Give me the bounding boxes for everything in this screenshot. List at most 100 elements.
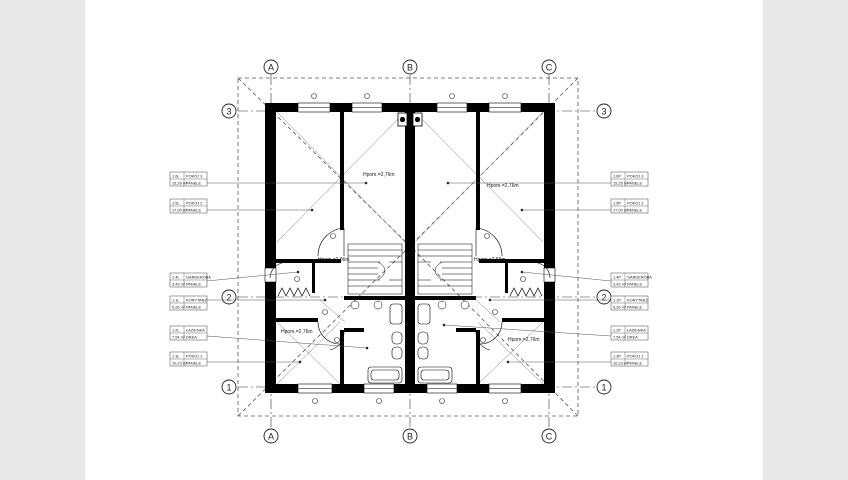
room-finish: PANELE (627, 305, 642, 310)
room-number: 1.4L (172, 275, 180, 280)
leader-lines (206, 182, 612, 363)
grid-axis-lines (238, 75, 595, 428)
room-number: 1.2L (172, 328, 180, 333)
axis-bubble-1-left (221, 379, 237, 395)
window-markers (311, 93, 508, 404)
axis-bubble-a-top (263, 59, 279, 75)
room-number: 1.5P (613, 201, 621, 206)
axis-label-b-top: B (407, 63, 413, 73)
room-finish: DREA (186, 335, 197, 340)
room-area: 17,00 m² (613, 208, 629, 213)
height-bedroom-right: Hpom.=2,76m (487, 183, 519, 189)
room-finish: PANELE (627, 181, 642, 186)
axis-bubble-b-bottom (402, 428, 418, 444)
door-swings (269, 227, 551, 351)
room-area: 10,23 m² (172, 361, 188, 366)
room-number: 1.3L (172, 354, 180, 359)
room-area: 7,54 m² (613, 335, 627, 340)
height-living-right: Hpom.=2,76m (508, 337, 540, 343)
room-finish: PANELE (186, 208, 201, 213)
axis-bubble-1-right (596, 379, 612, 395)
room-area: 5,26 m² (172, 305, 186, 310)
room-name: ŁAZIENKA (186, 328, 205, 333)
room-finish: PANELE (627, 282, 642, 287)
height-bedroom-left: Hpom.=2,76m (363, 172, 395, 178)
room-name: POKÓJ 2 (627, 201, 643, 206)
axis-label-c-bottom: C (546, 432, 553, 442)
roof-outline (237, 77, 579, 417)
room-number: 1.1P (613, 298, 621, 303)
exterior-walls (265, 103, 555, 393)
room-name: KORYTARZ (186, 298, 207, 303)
axis-label-a-top: A (268, 63, 274, 73)
axis-bubble-3-right (596, 103, 612, 119)
room-area: 3,43 m² (613, 282, 627, 287)
axis-bubble-c-bottom (541, 428, 557, 444)
axis-bubble-2-left (221, 289, 237, 305)
room-area: 15,26 m² (172, 181, 188, 186)
height-stair-left: Hpom.=2,86m (318, 257, 350, 263)
door-tags (294, 233, 526, 343)
room-area: 17,00 m² (172, 208, 188, 213)
axis-label-b-bottom: B (407, 432, 413, 442)
axis-label-2-right: 2 (601, 293, 606, 303)
axis-bubble-c-top (541, 59, 557, 75)
room-name: POKÓJ 3 (186, 174, 202, 179)
room-finish: PANELE (186, 282, 201, 287)
axis-bubble-a-bottom (263, 428, 279, 444)
room-area: 5,26 m² (613, 305, 627, 310)
room-name: ŁAZIENKA (627, 328, 646, 333)
room-finish: PANELE (186, 305, 201, 310)
height-living-left: Hpom.=2,76m (281, 329, 313, 335)
room-name: POKÓJ 1 (186, 354, 202, 359)
room-name: KORYTARZ (627, 298, 648, 303)
axis-bubbles (221, 59, 612, 444)
room-name: POKÓJ 1 (627, 354, 643, 359)
room-finish: PANELE (186, 361, 201, 366)
landing-fixtures (350, 300, 470, 310)
room-number: 1.4P (613, 275, 621, 280)
drawing-sheet (85, 0, 763, 480)
room-name: GARDEROBA (627, 275, 652, 280)
staircase-right (417, 243, 473, 295)
room-finish: PANELE (186, 181, 201, 186)
axis-label-3-left: 3 (226, 107, 231, 117)
room-finish: PANELE (627, 361, 642, 366)
room-area: 15,26 m² (613, 181, 629, 186)
axis-label-1-right: 1 (601, 383, 606, 393)
bathroom-fixtures (367, 303, 453, 384)
room-area: 7,54 m² (172, 335, 186, 340)
room-area: 3,43 m² (172, 282, 186, 287)
axis-label-1-left: 1 (226, 383, 231, 393)
room-heights: Hpom.=2,76m Hpom.=2,76m Hpom.=2,86m Hpom… (281, 172, 540, 343)
room-area: 10,23 m² (613, 361, 629, 366)
room-name: GARDEROBA (186, 275, 211, 280)
room-number: 1.1L (172, 298, 180, 303)
axis-bubble-b-top (402, 59, 418, 75)
interior-walls (276, 112, 544, 384)
ventilation-shafts (397, 112, 423, 127)
room-number: 1.3P (613, 354, 621, 359)
staircase-left (347, 243, 403, 295)
room-number: 1.2P (613, 328, 621, 333)
room-finish: PANELE (627, 208, 642, 213)
wardrobe-hangers (277, 287, 543, 297)
axis-label-3-right: 3 (601, 107, 606, 117)
room-name: POKÓJ 2 (186, 201, 202, 206)
room-number: 1.6L (172, 174, 180, 179)
room-number: 1.5L (172, 201, 180, 206)
axis-bubble-3-left (221, 103, 237, 119)
